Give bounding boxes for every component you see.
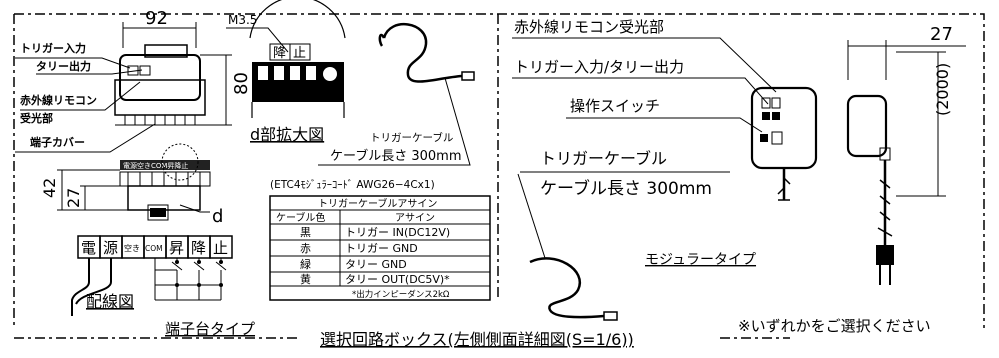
dim-width: 92 — [122, 8, 197, 48]
left-cable-length: ケーブル長さ 300mm — [330, 148, 462, 164]
dim-27-text: 27 — [64, 188, 83, 208]
footer-title: 選択回路ボックス(左側側面詳細図(S=1/6)) — [320, 330, 634, 349]
cable-assign-table — [269, 195, 491, 301]
table-title: トリガーケーブルアサイン — [318, 197, 437, 210]
leader-right-trigger — [512, 77, 769, 105]
dim-right-27: 27 — [847, 24, 966, 80]
table-header-assign: アサイン — [395, 212, 435, 224]
left-cable — [378, 23, 475, 83]
wiring-title: 配線図 — [86, 292, 134, 311]
terminal-box-side: 電源空きCOM昇降止 — [119, 143, 211, 221]
right-label-ir: 赤外線リモコン受光部 — [514, 18, 664, 36]
leader-right-switch — [566, 117, 763, 133]
leader-right-cable-2 — [517, 173, 546, 259]
label-ir-receiver-1: 赤外線リモコン — [20, 93, 97, 107]
outer-frame — [13, 13, 985, 328]
leader-left-cable — [318, 77, 471, 166]
wiring-terminal-1: 源 — [103, 239, 118, 257]
dim-right-27-text: 27 — [930, 24, 953, 45]
label-tally-output: タリー出力 — [36, 59, 91, 73]
leader-tally — [36, 69, 143, 75]
right-label-trigger-tally: トリガー入力/タリー出力 — [514, 58, 684, 76]
wiring-terminal-2: 空き — [124, 243, 140, 253]
leader-ir — [20, 81, 141, 111]
side-terminals: 電源空きCOM昇降止 — [123, 161, 188, 170]
label-ir-receiver-2: 受光部 — [20, 111, 53, 125]
right-cable — [529, 257, 618, 321]
detail-terminal-0: 降 — [273, 46, 286, 61]
detail-terminal-1: 止 — [293, 46, 306, 61]
wiring-terminal-6: 止 — [213, 239, 228, 257]
left-type-title: 端子台タイプ — [165, 320, 255, 338]
table-row-0-assign: トリガー IN(DC12V) — [345, 226, 450, 239]
leader-trigger — [15, 57, 131, 69]
footer-note: ※いずれかをご選択ください — [738, 317, 931, 335]
modular-box — [750, 86, 818, 201]
table-note: *出力インピーダンス2kΩ — [352, 289, 450, 300]
table-row-1-assign: トリガー GND — [345, 242, 418, 255]
table-caption: (ETC4ﾓｼﾞｭﾗｰｺｰﾄﾞ AWG26−4Cx1) — [270, 179, 435, 191]
right-label-switch: 操作スイッチ — [570, 97, 660, 115]
leader-cover — [15, 123, 156, 153]
table-row-3-assign: タリー OUT(DC5V)* — [345, 273, 450, 286]
side-detail-letter: d — [212, 206, 223, 227]
right-cable-label: トリガーケーブル — [540, 149, 667, 168]
screw-label: M3.5 — [228, 13, 257, 27]
dim-height: 80 — [200, 54, 252, 126]
leader-right-ir — [512, 37, 777, 93]
right-type-title: モジュラータイプ — [645, 252, 756, 268]
terminal-box-front — [114, 44, 206, 126]
wiring-terminal-0: 電 — [81, 239, 96, 257]
label-terminal-cover: 端子カバー — [30, 135, 85, 149]
label-trigger-input: トリガー入力 — [20, 41, 86, 55]
leader-d — [179, 204, 210, 213]
wiring-terminal-strip: 電 源 空き COM 昇 降 止 — [71, 235, 233, 316]
dim-right-2000-text: (2000) — [933, 63, 952, 116]
detail-d-view: 降 止 — [249, 0, 346, 118]
modular-side — [846, 94, 894, 285]
table-header-color: ケーブル色 — [276, 211, 325, 224]
wiring-terminal-3: COM — [145, 244, 163, 253]
right-cable-length: ケーブル長さ 300mm — [540, 178, 712, 199]
table-row-2-assign: タリー GND — [345, 258, 407, 271]
dim-42-27: 42 27 — [40, 169, 128, 211]
table-row-2-color: 緑 — [300, 257, 311, 271]
table-row-0-color: 黒 — [300, 226, 311, 239]
wiring-terminal-4: 昇 — [169, 239, 184, 257]
table-row-1-color: 赤 — [300, 242, 311, 255]
wiring-terminal-5: 降 — [191, 239, 206, 257]
dim-right-2000: (2000) — [896, 51, 952, 197]
dim-42-text: 42 — [40, 178, 59, 198]
dim-height-text: 80 — [231, 72, 252, 95]
left-cable-label: トリガーケーブル — [370, 131, 453, 144]
table-row-3-color: 黄 — [300, 272, 311, 286]
dim-width-text: 92 — [145, 8, 168, 29]
detail-title: d部拡大図 — [250, 125, 324, 144]
